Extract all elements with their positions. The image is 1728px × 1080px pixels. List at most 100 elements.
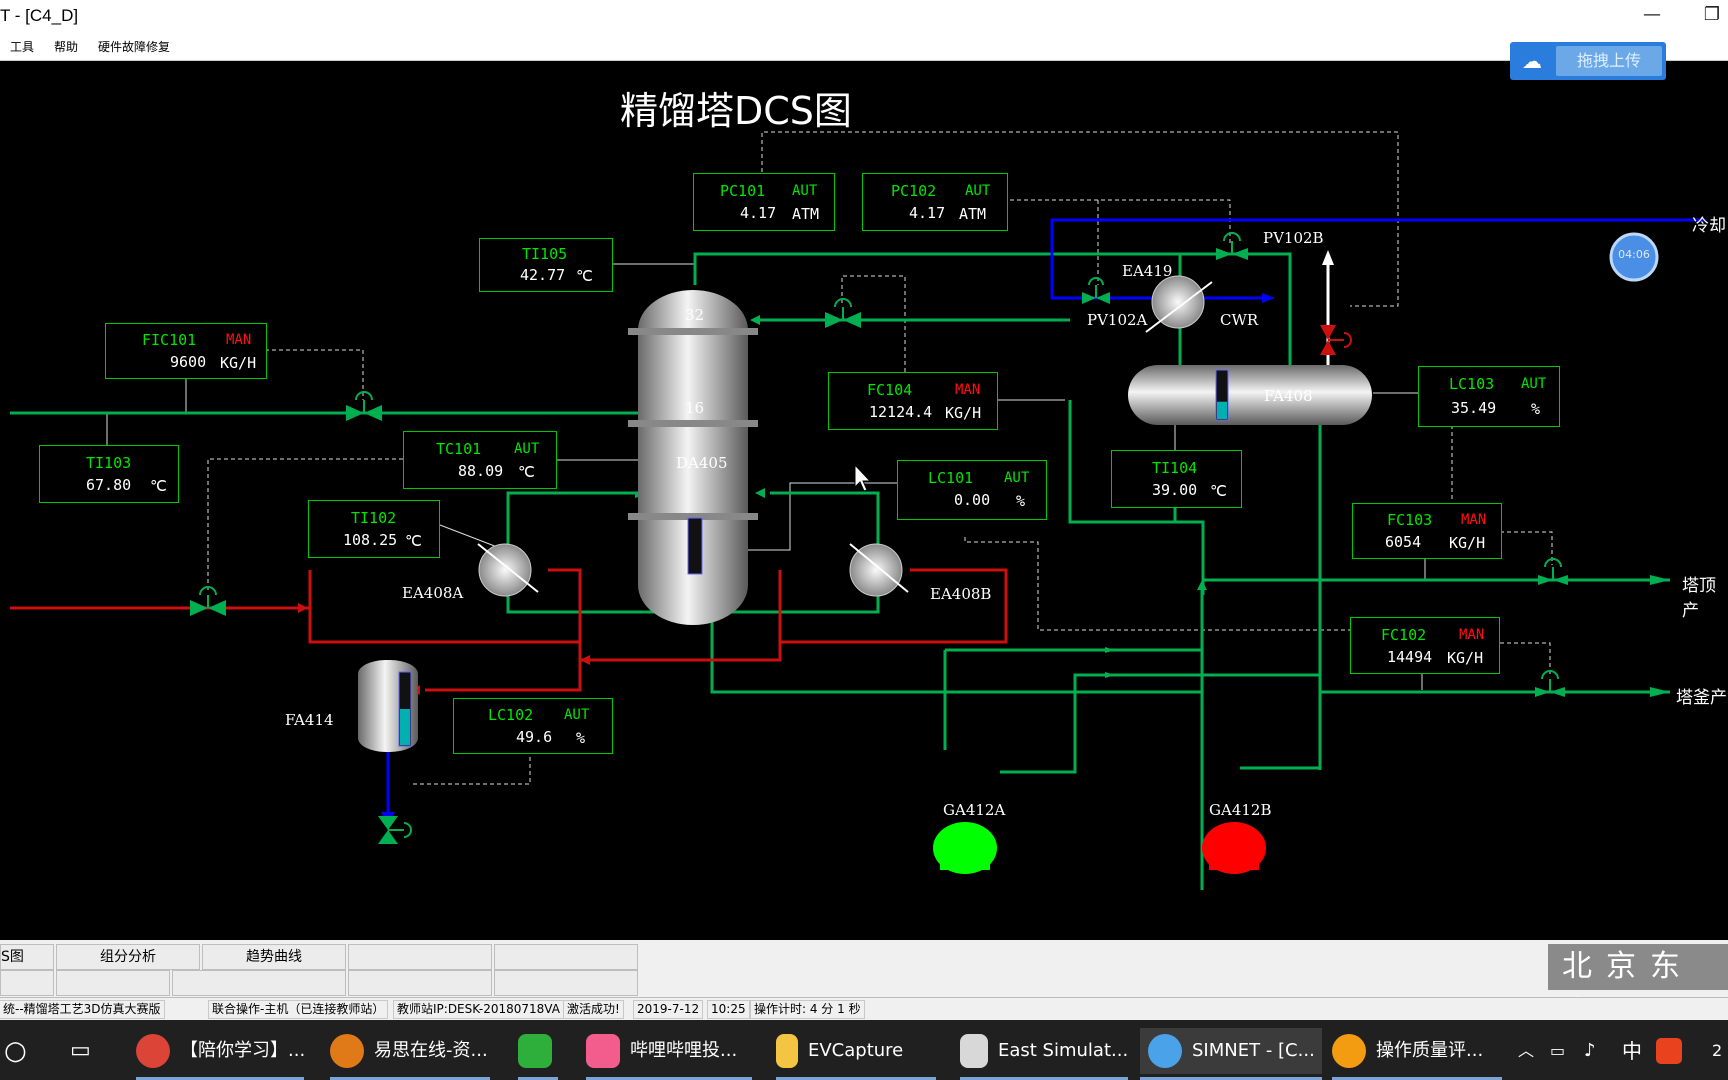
sogou-icon[interactable] [1656, 1028, 1686, 1074]
status-time: 10:25 [707, 1000, 750, 1019]
tab-trend-curve[interactable]: 趋势曲线 [202, 944, 346, 970]
speaker-icon[interactable]: ♪ [1584, 1040, 1596, 1061]
minimize-button[interactable]: — [1643, 4, 1661, 25]
pc102-unit: ATM [959, 205, 987, 223]
chevron-up-icon[interactable]: ︿ [1518, 1041, 1535, 1060]
lc103-value: 35.49 [1451, 399, 1497, 417]
pc102-status: AUT [965, 183, 991, 199]
taskbar-item-simnet[interactable]: SIMNET - [C... [1140, 1028, 1322, 1080]
fic101-panel[interactable]: FIC101 MAN 9600 KG/H [105, 323, 267, 379]
pc102-panel[interactable]: PC102 AUT 4.17 ATM [862, 173, 1008, 231]
status-activation: 激活成功! [563, 1000, 624, 1019]
fc103-panel[interactable]: FC103 MAN 6054 KG/H [1352, 503, 1502, 559]
maximize-button[interactable]: ❐ [1703, 4, 1721, 25]
taskbar-item-bilibili[interactable]: 哔哩哔哩投... [586, 1028, 752, 1080]
menu-hardware-repair[interactable]: 硬件故障修复 [98, 40, 171, 54]
bilibili-icon [586, 1034, 620, 1068]
taskbar-item-evcapture[interactable]: EVCapture [776, 1028, 936, 1080]
pv102b-label: PV102B [1263, 229, 1324, 247]
ti105-panel[interactable]: TI105 42.77 ℃ [479, 238, 613, 292]
tab-row2-5[interactable] [494, 970, 638, 996]
pc101-value: 4.17 [740, 204, 777, 222]
ti102-value: 108.25 [343, 531, 398, 549]
lc101-panel[interactable]: LC101 AUT 0.00 % [897, 460, 1047, 520]
clock[interactable]: 2 [1712, 1041, 1723, 1060]
status-bar: 统--精馏塔工艺3D仿真大赛版 联合操作-主机（已连接教师站） 教师站IP:DE… [0, 997, 1728, 1020]
fc102-panel[interactable]: FC102 MAN 14494 KG/H [1350, 617, 1500, 674]
lc102-unit: % [576, 729, 586, 747]
column-da405-label: DA405 [676, 454, 728, 472]
taskbar-item-quality[interactable]: 操作质量评... [1332, 1028, 1502, 1080]
tab-composition-analysis[interactable]: 组分分析 [56, 944, 200, 970]
taskbar-item-browser[interactable]: 易思在线-资... [330, 1028, 490, 1080]
ti105-unit: ℃ [576, 267, 593, 285]
lc102-value: 49.6 [516, 728, 553, 746]
fc102-value: 14494 [1387, 648, 1433, 666]
fc104-value: 12124.4 [869, 403, 933, 421]
pc102-tag: PC102 [891, 182, 937, 200]
upload-button[interactable]: ☁ 拖拽上传 [1510, 42, 1666, 80]
taskbar-item-label: EVCapture [808, 1040, 904, 1061]
fc102-status: MAN [1459, 627, 1485, 643]
tab-row2-2[interactable] [56, 970, 170, 996]
process-schematic [10, 131, 1705, 890]
cooling-water-label: 冷却 [1692, 216, 1726, 236]
ti103-tag: TI103 [86, 454, 132, 472]
fic101-tag: FIC101 [142, 331, 197, 349]
ti102-panel[interactable]: TI102 108.25 ℃ [308, 500, 440, 558]
window-title: T - [C4_D] [0, 6, 79, 25]
search-circle-icon[interactable]: ○ [4, 1036, 27, 1066]
ea408b-label: EA408B [930, 585, 992, 603]
tab-row2-4[interactable] [348, 970, 492, 996]
sun-icon [1332, 1034, 1366, 1068]
ti105-value: 42.77 [520, 266, 566, 284]
fc104-unit: KG/H [945, 404, 982, 422]
fc104-panel[interactable]: FC104 MAN 12124.4 KG/H [828, 372, 998, 430]
gear-icon [1148, 1034, 1182, 1068]
status-date: 2019-7-12 [633, 1000, 704, 1019]
taskbar-item-chrome[interactable]: 【陪你学习】... [136, 1028, 305, 1080]
tab-dcs-diagram[interactable]: S图 [0, 944, 54, 970]
timer-badge[interactable]: 04:06 [1618, 248, 1650, 261]
window-icon [960, 1034, 988, 1068]
menu-tools[interactable]: 工具 [10, 40, 35, 54]
top-product-label: 塔顶产 [1682, 576, 1716, 621]
tab-empty-2[interactable] [494, 944, 638, 970]
tc101-panel[interactable]: TC101 AUT 88.09 ℃ [403, 431, 557, 489]
lc103-tag: LC103 [1449, 375, 1495, 393]
ime-indicator[interactable]: 中 [1622, 1039, 1642, 1063]
pc102-value: 4.17 [909, 204, 946, 222]
lc102-panel[interactable]: LC102 AUT 49.6 % [453, 698, 613, 754]
fa414-label: FA414 [285, 711, 334, 729]
lc101-value: 0.00 [954, 491, 991, 509]
taskbar-item-label: 操作质量评... [1376, 1040, 1484, 1061]
lc103-panel[interactable]: LC103 AUT 35.49 % [1418, 366, 1560, 427]
tab-empty-1[interactable] [348, 944, 492, 970]
lc101-unit: % [1016, 492, 1026, 510]
tab-row2-1[interactable] [0, 970, 54, 996]
pc101-panel[interactable]: PC101 AUT 4.17 ATM [693, 173, 835, 231]
task-view-icon[interactable]: ▭ [70, 1038, 91, 1063]
tray-32-label: 32 [685, 306, 705, 324]
cloud-icon: ☁ [1522, 49, 1542, 73]
tc101-status: AUT [514, 441, 540, 457]
battery-icon[interactable]: ▭ [1550, 1041, 1566, 1060]
brand-logo: 北京东方 [1548, 944, 1728, 1030]
upload-label: 拖拽上传 [1556, 46, 1662, 76]
ti103-panel[interactable]: TI103 67.80 ℃ [39, 445, 179, 503]
taskbar-item-east-simulation[interactable]: East Simulat... [960, 1028, 1128, 1080]
fc102-unit: KG/H [1447, 649, 1484, 667]
taskbar-item-label: SIMNET - [C... [1192, 1040, 1315, 1061]
menu-help[interactable]: 帮助 [54, 40, 79, 54]
fc103-tag: FC103 [1387, 511, 1433, 529]
ti104-panel[interactable]: TI104 39.00 ℃ [1111, 450, 1242, 508]
ti104-unit: ℃ [1210, 482, 1227, 500]
ea408a-label: EA408A [402, 584, 464, 602]
diagram-title: 精馏塔DCS图 [620, 89, 852, 133]
browser-icon [330, 1034, 364, 1068]
fc103-status: MAN [1461, 512, 1487, 528]
tray-16-label: 16 [685, 399, 705, 417]
fa408-level-fill [1217, 401, 1227, 419]
taskbar-item-app[interactable] [518, 1028, 558, 1080]
tab-row2-3[interactable] [172, 970, 346, 996]
